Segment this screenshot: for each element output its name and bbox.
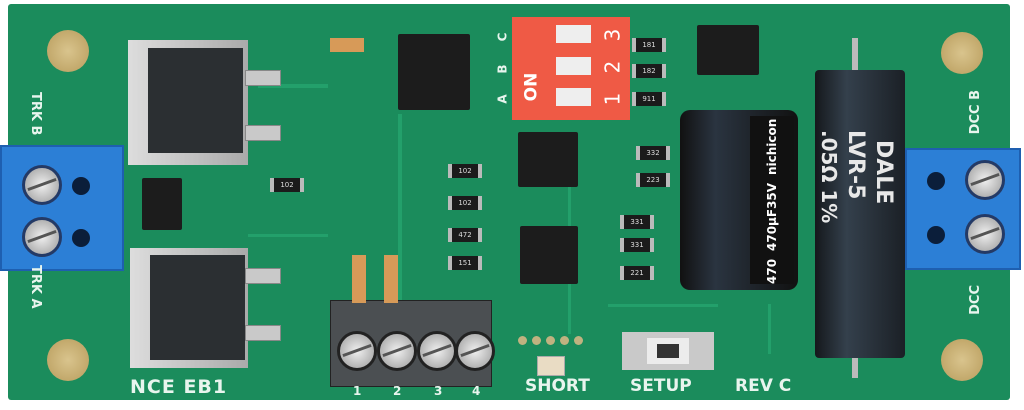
smd-resistor: 151 [448, 256, 482, 270]
capacitor-value: 470 [765, 258, 779, 284]
mounting-hole [47, 339, 89, 381]
short-label: SHORT [525, 376, 590, 396]
electrolytic-capacitor: 470 470µF35V nichicon [680, 110, 798, 290]
smd-resistor: 331 [620, 215, 654, 229]
smd-resistor: 911 [632, 92, 666, 106]
smd-resistor: 102 [448, 164, 482, 178]
ic-soic-small [697, 25, 759, 75]
smd-resistor: 102 [448, 196, 482, 210]
trk-a-label: TRK A [28, 265, 43, 309]
setup-button[interactable] [622, 332, 714, 370]
dip-toggle-1[interactable] [556, 88, 591, 106]
smd-resistor: 182 [632, 64, 666, 78]
dip-on-label: ON [521, 72, 542, 102]
track-terminal-block[interactable] [0, 145, 124, 271]
smd-resistor: 102 [270, 178, 304, 192]
terminal-number: 4 [472, 384, 481, 398]
mosfet-bottom-body [150, 255, 245, 360]
diode-axial [352, 255, 366, 303]
mounting-hole [941, 339, 983, 381]
capacitor-brand: nichicon [765, 118, 779, 175]
dip-letter: C [495, 32, 510, 42]
resistor-value: .05Ω 1% [817, 130, 841, 224]
smd-resistor: 332 [636, 146, 670, 160]
smd-resistor: 181 [632, 38, 666, 52]
trk-b-label: TRK B [28, 92, 43, 136]
dcc-label: DCC [968, 285, 983, 315]
revision-label: REV C [735, 376, 792, 396]
terminal-number: 2 [393, 384, 402, 398]
setup-label: SETUP [630, 376, 692, 396]
ic-microcontroller [520, 226, 578, 284]
current-sense-resistor: DALE LVR-5 .05Ω 1% [815, 70, 905, 358]
model-label: NCE EB1 [130, 376, 228, 398]
ic-soic [518, 132, 578, 187]
accessory-terminal-block[interactable] [330, 300, 495, 387]
resistor-brand: DALE [871, 140, 896, 205]
dip-letter: B [495, 64, 510, 74]
dip-toggle-2[interactable] [556, 57, 591, 75]
diode-axial [384, 255, 398, 303]
dcc-b-label: DCC B [968, 90, 983, 135]
terminal-number: 3 [434, 384, 443, 398]
optocoupler-ic [398, 34, 470, 110]
resistor-model: LVR-5 [843, 130, 868, 200]
dcc-terminal-block[interactable] [905, 148, 1021, 270]
diode [142, 178, 182, 230]
terminal-number: 1 [353, 384, 362, 398]
mosfet-top-body [148, 48, 243, 153]
mounting-hole [941, 32, 983, 74]
smd-resistor: 472 [448, 228, 482, 242]
diode-axial [330, 38, 364, 52]
mounting-hole [47, 30, 89, 72]
short-led [537, 356, 565, 376]
dip-switch[interactable]: ON 3 2 1 [512, 17, 630, 120]
smd-resistor: 221 [620, 266, 654, 280]
dip-number: 2 [600, 60, 625, 74]
capacitor-rating: 470µF35V [765, 182, 779, 251]
dip-letter: A [495, 94, 510, 104]
dip-number: 3 [600, 28, 625, 42]
smd-resistor: 331 [620, 238, 654, 252]
dip-number: 1 [600, 92, 625, 106]
smd-resistor: 223 [636, 173, 670, 187]
dip-toggle-3[interactable] [556, 25, 591, 43]
